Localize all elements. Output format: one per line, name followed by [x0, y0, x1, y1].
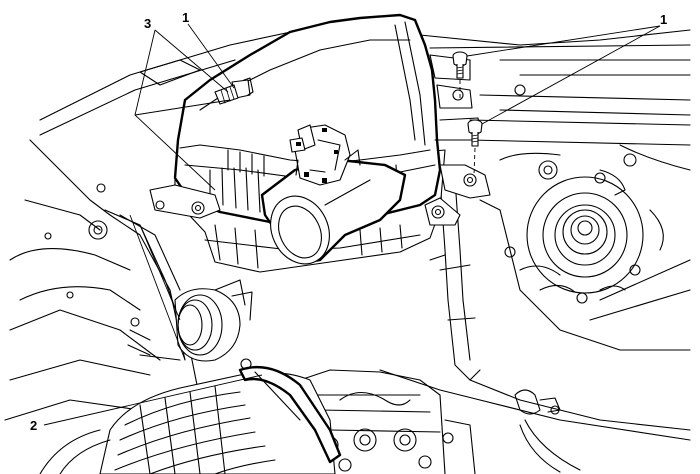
- callout-1-right: 1: [660, 12, 667, 27]
- callout-2: 2: [30, 418, 37, 433]
- bolt-left-icon: [214, 77, 254, 105]
- mounting-bolts: [214, 51, 483, 176]
- callout-1-top: 1: [182, 10, 189, 25]
- engine-bay-background: [4, 29, 691, 473]
- air-intake-duct: [39, 358, 342, 474]
- callout-3: 3: [144, 16, 151, 31]
- bolt-upper-right-icon: [452, 51, 468, 100]
- callout-labels: 3 1 1 2: [30, 10, 667, 433]
- bolt-lower-right-icon: [467, 119, 483, 176]
- leader-lines: [43, 23, 661, 426]
- intake-resonator: [127, 279, 253, 362]
- engine-lower-components: [299, 369, 476, 474]
